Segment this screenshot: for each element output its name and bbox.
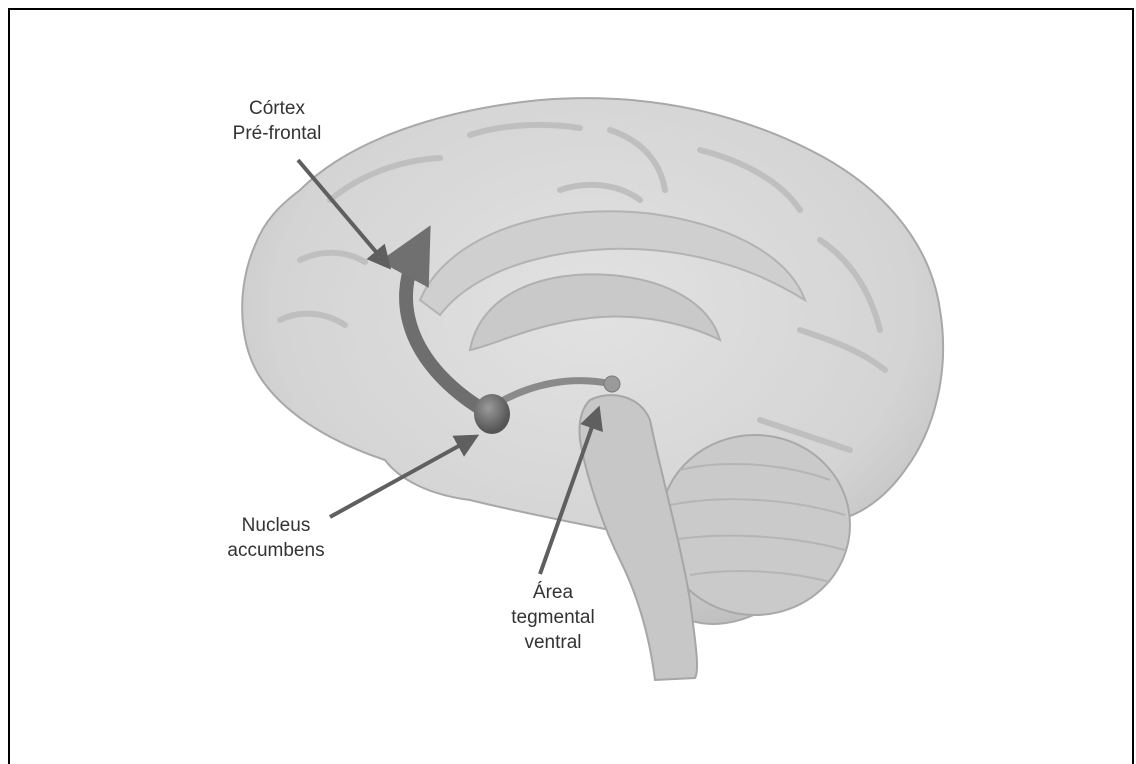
label-vta-line2: tegmental xyxy=(478,605,628,630)
label-nac-line2: accumbens xyxy=(196,538,356,563)
label-nac-line1: Nucleus xyxy=(196,513,356,538)
label-prefrontal-cortex: Córtex Pré-frontal xyxy=(202,96,352,146)
label-nucleus-accumbens: Nucleus accumbens xyxy=(196,513,356,563)
label-vta: Área tegmental ventral xyxy=(478,580,628,655)
label-prefrontal-line2: Pré-frontal xyxy=(202,121,352,146)
nucleus-accumbens-structure xyxy=(474,394,510,434)
vta-structure xyxy=(604,376,620,392)
label-vta-line3: ventral xyxy=(478,630,628,655)
label-prefrontal-line1: Córtex xyxy=(202,96,352,121)
label-vta-line1: Área xyxy=(478,580,628,605)
